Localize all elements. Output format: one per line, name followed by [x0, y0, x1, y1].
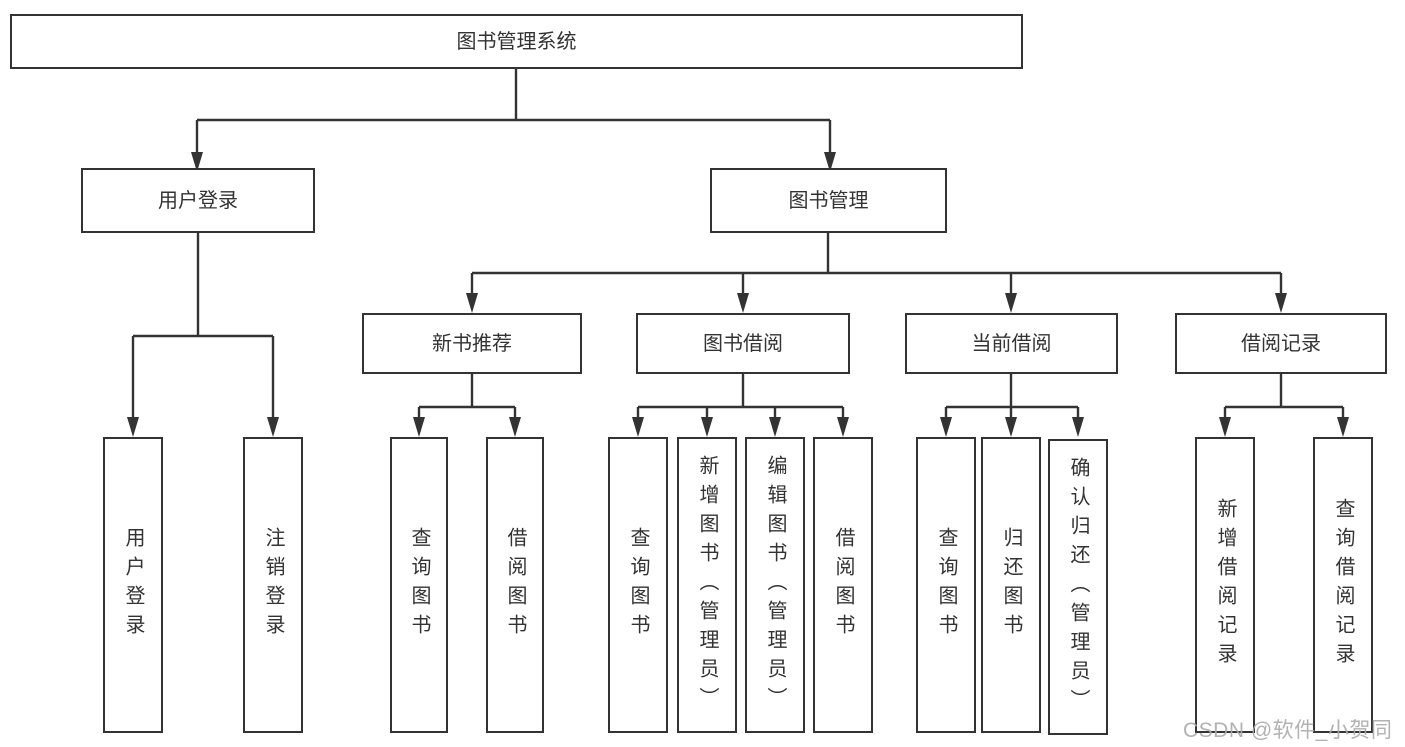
node-borrow-records: 借阅记录 [1175, 313, 1387, 374]
leaf-borrow-books: 借阅图书 [813, 437, 873, 733]
leaf-borrow-books-recommend-label: 借阅图书 [504, 527, 526, 643]
node-user-login: 用户登录 [81, 168, 315, 233]
leaf-borrow-books-recommend: 借阅图书 [486, 437, 544, 733]
node-book-management-label: 图书管理 [788, 189, 869, 212]
node-current-borrow-label: 当前借阅 [971, 332, 1052, 355]
leaf-query-books-borrow: 查询图书 [608, 437, 668, 733]
leaf-confirm-return-admin: 确认归还（管理员） [1048, 439, 1108, 735]
leaf-add-book-admin: 新增图书（管理员） [677, 437, 737, 733]
node-book-borrow: 图书借阅 [636, 313, 850, 374]
leaf-logout-label: 注销登录 [262, 527, 284, 643]
node-new-book-recommend: 新书推荐 [362, 313, 582, 374]
leaf-user-login: 用户登录 [103, 437, 163, 733]
leaf-logout: 注销登录 [243, 437, 303, 733]
leaf-add-borrow-record: 新增借阅记录 [1195, 437, 1255, 733]
leaf-edit-book-admin-label: 编辑图书（管理员） [764, 454, 786, 716]
leaf-add-book-admin-label: 新增图书（管理员） [696, 454, 718, 716]
leaf-query-books-borrow-label: 查询图书 [627, 527, 649, 643]
csdn-watermark: CSDN @软件_小贺同学 [1183, 719, 1393, 742]
node-user-login-label: 用户登录 [158, 189, 238, 212]
leaf-borrow-books-label: 借阅图书 [832, 527, 854, 643]
leaf-query-borrow-record-label: 查询借阅记录 [1332, 498, 1354, 672]
leaf-query-books-current: 查询图书 [916, 437, 976, 733]
leaf-query-books-current-label: 查询图书 [935, 527, 957, 643]
leaf-return-books-label: 归还图书 [1000, 527, 1022, 643]
node-book-management: 图书管理 [710, 168, 947, 233]
leaf-query-books-recommend-label: 查询图书 [408, 527, 430, 643]
leaf-query-borrow-record: 查询借阅记录 [1313, 437, 1373, 733]
node-book-borrow-label: 图书借阅 [703, 332, 783, 355]
leaf-confirm-return-admin-label: 确认归还（管理员） [1067, 456, 1089, 718]
leaf-query-books-recommend: 查询图书 [390, 437, 448, 733]
arrowheads [127, 152, 1349, 437]
node-new-book-recommend-label: 新书推荐 [432, 332, 512, 355]
node-root-label: 图书管理系统 [456, 30, 577, 53]
leaf-add-borrow-record-label: 新增借阅记录 [1214, 498, 1236, 672]
leaf-edit-book-admin: 编辑图书（管理员） [745, 437, 805, 733]
leaf-return-books: 归还图书 [981, 437, 1041, 733]
node-root: 图书管理系统 [10, 14, 1023, 69]
node-borrow-records-label: 借阅记录 [1241, 332, 1321, 355]
node-current-borrow: 当前借阅 [905, 313, 1118, 374]
leaf-user-login-label: 用户登录 [122, 527, 144, 643]
